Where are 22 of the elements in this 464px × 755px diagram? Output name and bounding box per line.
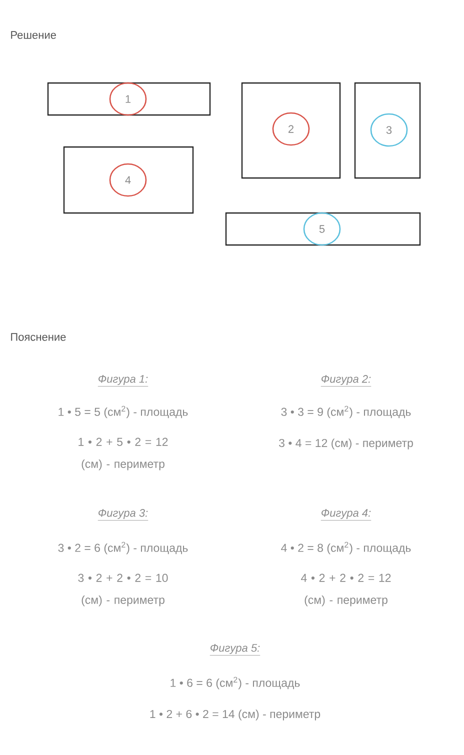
- rectangle-figure: [63, 146, 194, 214]
- formula-text: 1 • 2 + 5 • 2 = 12 (см) - периметр: [78, 438, 168, 470]
- formula-text: 1 • 2 + 6 • 2 = 14 (см) - периметр: [150, 710, 320, 720]
- formula-text: 3 • 3 = 9 (см$^{2}$) - площадь: [281, 406, 411, 418]
- figure-caption: Фигура 3:: [98, 509, 148, 521]
- formula-text: 3 • 4 = 12 (см) - периметр: [279, 438, 413, 450]
- figure-caption: Фигура 4:: [320, 509, 372, 521]
- formula-text: 3 • 2 + 2 • 2 = 10 (см) - периметр: [78, 574, 168, 606]
- formula-text: 4 • 2 + 2 • 2 = 12 (см) - периметр: [301, 574, 391, 606]
- rectangle-figure: [225, 212, 421, 246]
- rectangle-figure: [354, 82, 421, 179]
- formula-text: 1 • 6 = 6 (см$^{2}$) - площадь: [170, 676, 300, 690]
- rectangle-figure: [47, 82, 211, 116]
- figure-caption: Фигура 5:: [210, 644, 260, 656]
- formula-text: 4 • 2 = 8 (см$^{2}$) - площадь: [281, 542, 411, 554]
- figure-caption: Фигура 2:: [320, 375, 372, 387]
- section-heading: Пояснение: [11, 333, 66, 341]
- formula-text: 1 • 5 = 5 (см$^{2}$) - площадь: [58, 406, 188, 418]
- rectangle-figure: [241, 82, 341, 179]
- figure-caption: Фигура 1:: [98, 375, 148, 387]
- formula-text: 3 • 2 = 6 (см$^{2}$) - площадь: [58, 542, 188, 554]
- section-heading: Решение: [11, 31, 56, 39]
